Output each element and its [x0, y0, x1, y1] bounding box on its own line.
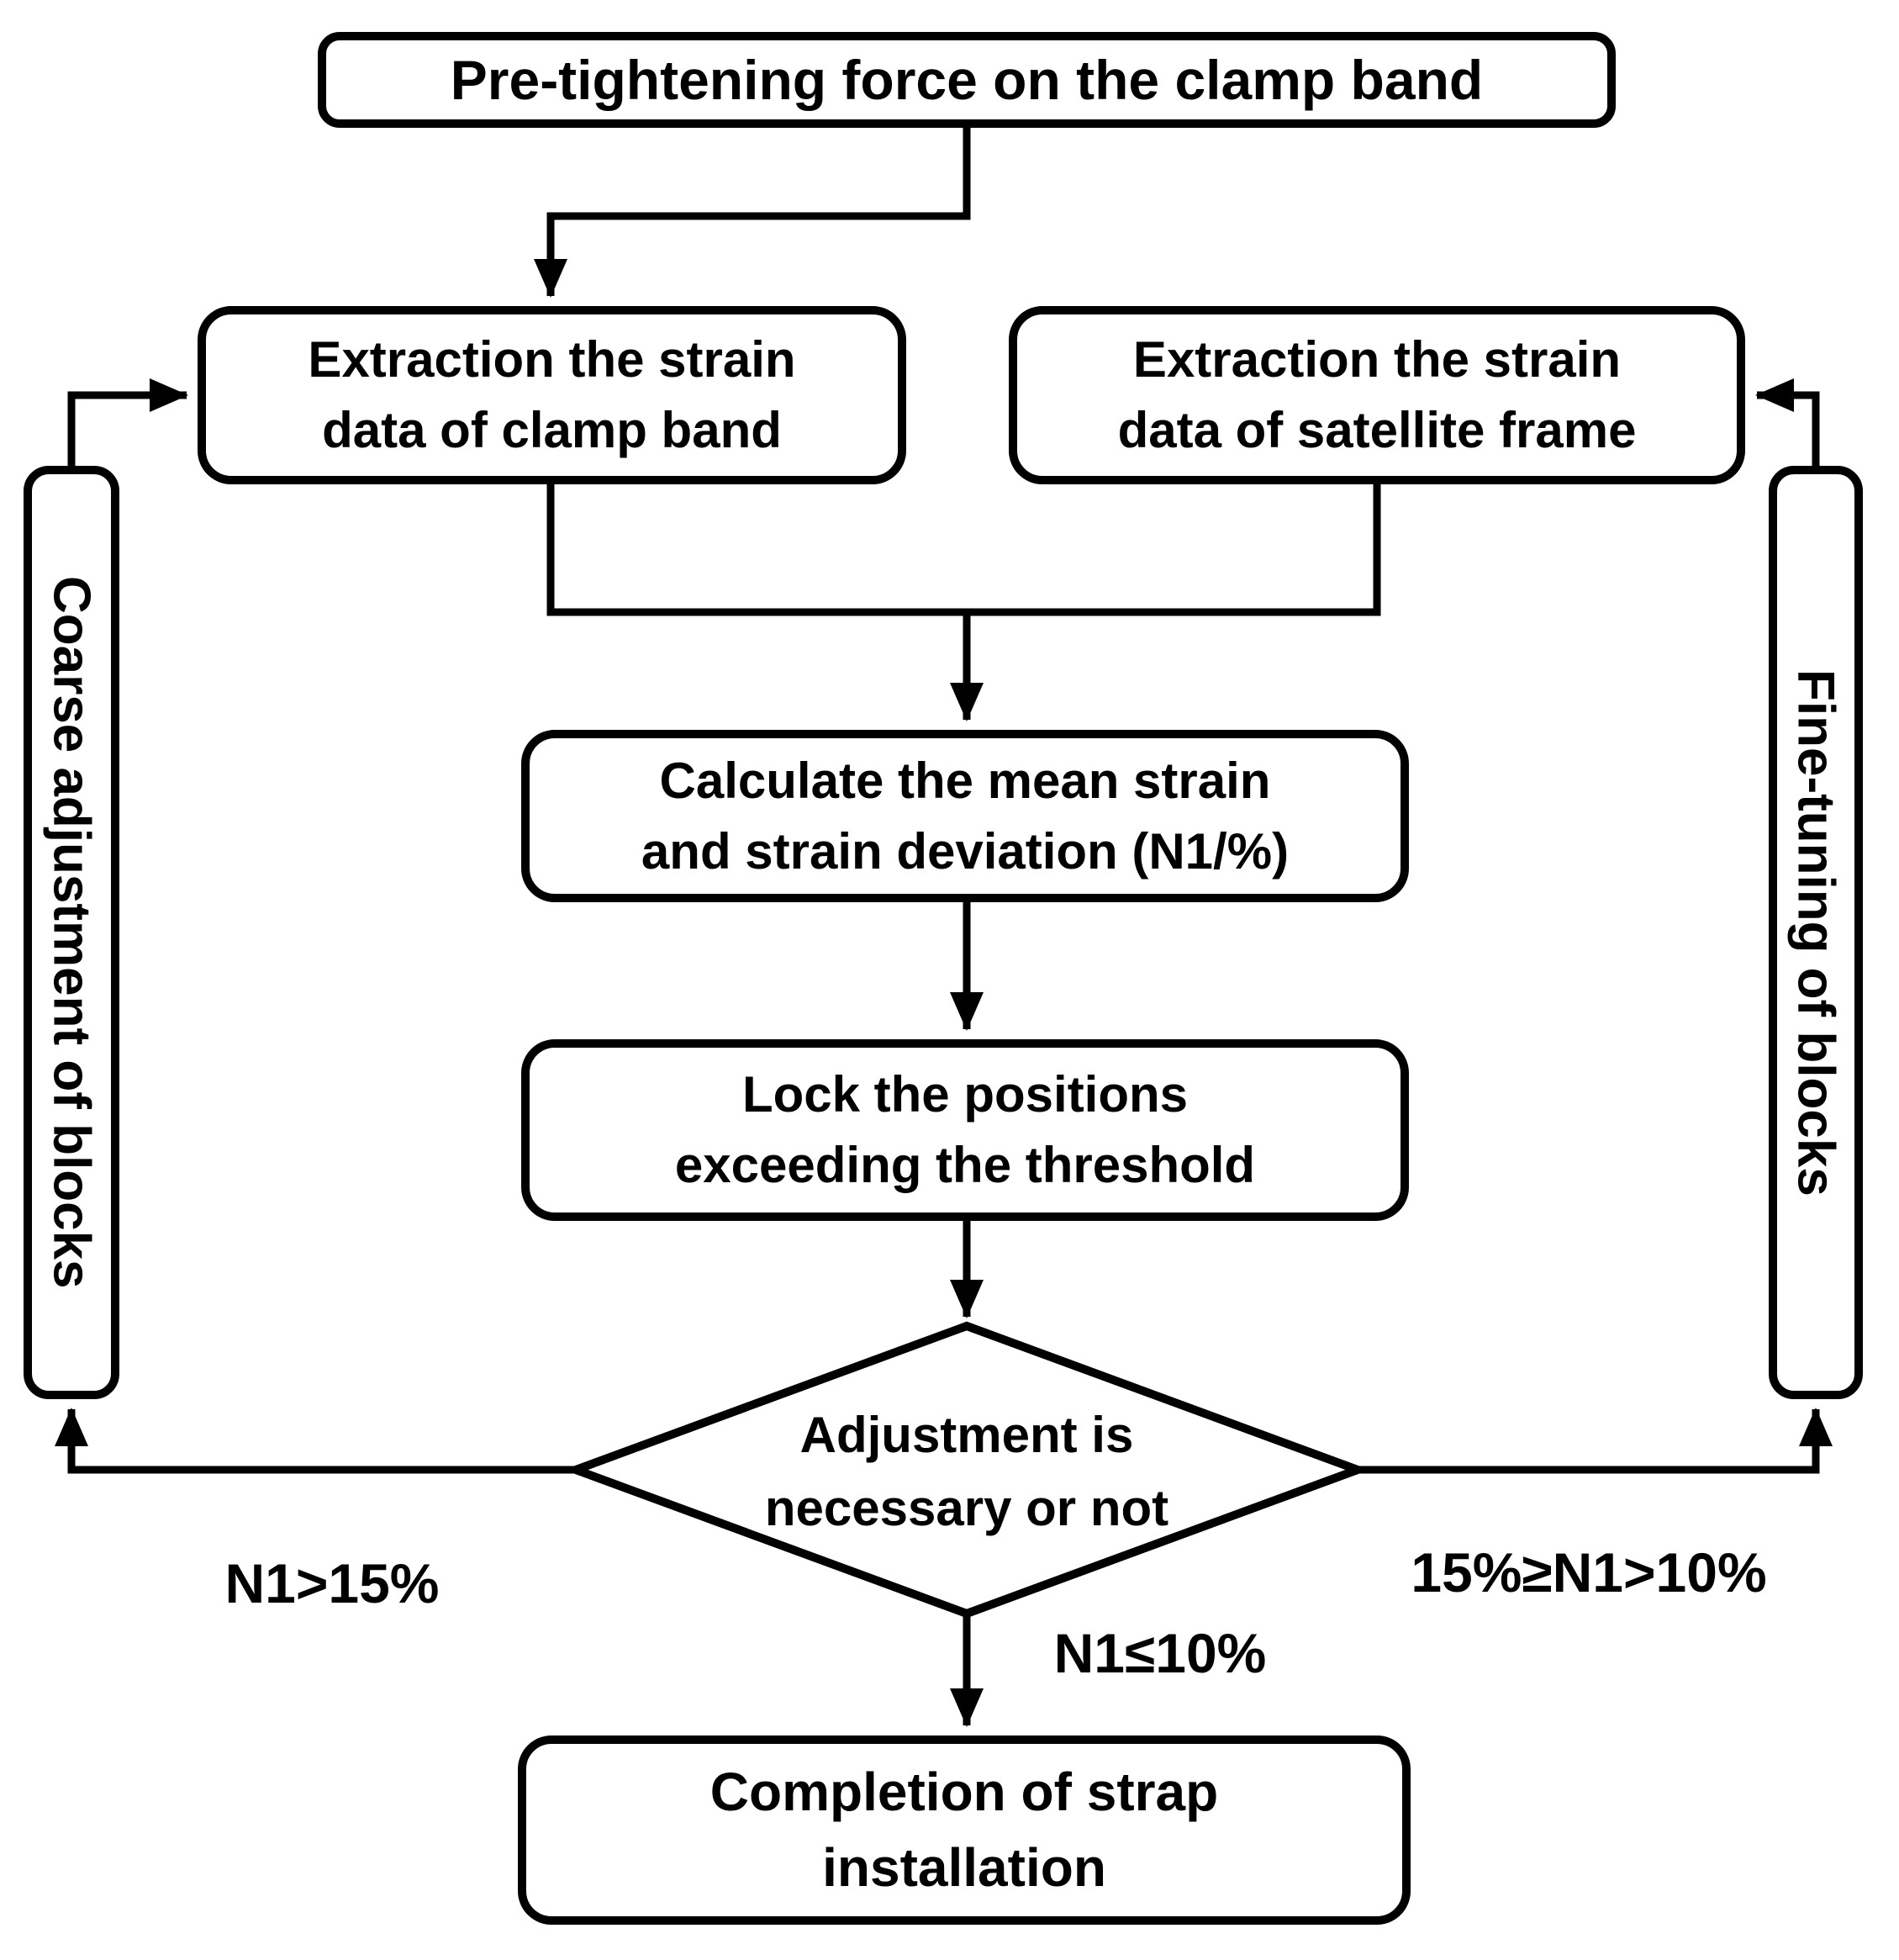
decision-diamond [563, 1321, 1370, 1619]
node-extract-strain-clamp-band-line2: data of clamp band [322, 402, 782, 458]
edge-label-fine-condition: 15%≥N1>10% [1411, 1541, 1767, 1603]
node-lock-positions: Lock the positions exceeding the thresho… [521, 1039, 1409, 1221]
node-fine-tuning-blocks-label: Fine-tuning of blocks [1786, 668, 1845, 1197]
node-completion-strap-installation: Completion of strap installation [518, 1735, 1411, 1925]
node-completion-strap-installation-line2: installation [822, 1836, 1106, 1898]
node-lock-positions-line2: exceeding the threshold [674, 1137, 1256, 1193]
edge-decision-to-coarse [55, 1408, 576, 1474]
node-calculate-mean-strain: Calculate the mean strain and strain dev… [521, 730, 1409, 902]
node-calculate-mean-strain-line2: and strain deviation (N1/%) [641, 822, 1290, 880]
edge-fine-to-extract-frame [1755, 378, 1820, 468]
edge-label-coarse-condition: N1>15% [224, 1552, 440, 1614]
node-pretightening-force: Pre-tightening force on the clamp band [318, 32, 1616, 128]
edge-extract-merge [546, 484, 1381, 616]
node-coarse-adjustment-blocks-label: Coarse adjustment of blocks [42, 576, 101, 1289]
edge-pretighten-to-extract-clamp [534, 126, 971, 298]
node-pretightening-force-label: Pre-tightening force on the clamp band [450, 48, 1484, 111]
node-completion-strap-installation-line1: Completion of strap [709, 1761, 1219, 1822]
node-coarse-adjustment-blocks: Coarse adjustment of blocks [24, 466, 119, 1399]
node-extract-strain-clamp-band: Extraction the strain data of clamp band [198, 306, 906, 484]
edge-coarse-to-extract-clamp [67, 378, 188, 468]
node-decision-adjustment-line1: Adjustment is [799, 1407, 1134, 1463]
node-extract-strain-satellite-frame-line2: data of satellite frame [1117, 402, 1637, 458]
edge-label-done-condition: N1≤10% [1053, 1622, 1267, 1684]
node-extract-strain-satellite-frame: Extraction the strain data of satellite … [1009, 306, 1745, 484]
node-fine-tuning-blocks: Fine-tuning of blocks [1769, 466, 1863, 1399]
node-calculate-mean-strain-line1: Calculate the mean strain [659, 752, 1271, 809]
edge-decision-to-fine [1358, 1408, 1833, 1474]
node-lock-positions-line1: Lock the positions [741, 1066, 1189, 1123]
node-extract-strain-clamp-band-line1: Extraction the strain [308, 331, 796, 388]
node-decision-adjustment-line2: necessary or not [764, 1480, 1169, 1536]
node-decision-adjustment: Adjustment is necessary or not [630, 1392, 1303, 1551]
node-extract-strain-satellite-frame-line1: Extraction the strain [1132, 331, 1622, 388]
